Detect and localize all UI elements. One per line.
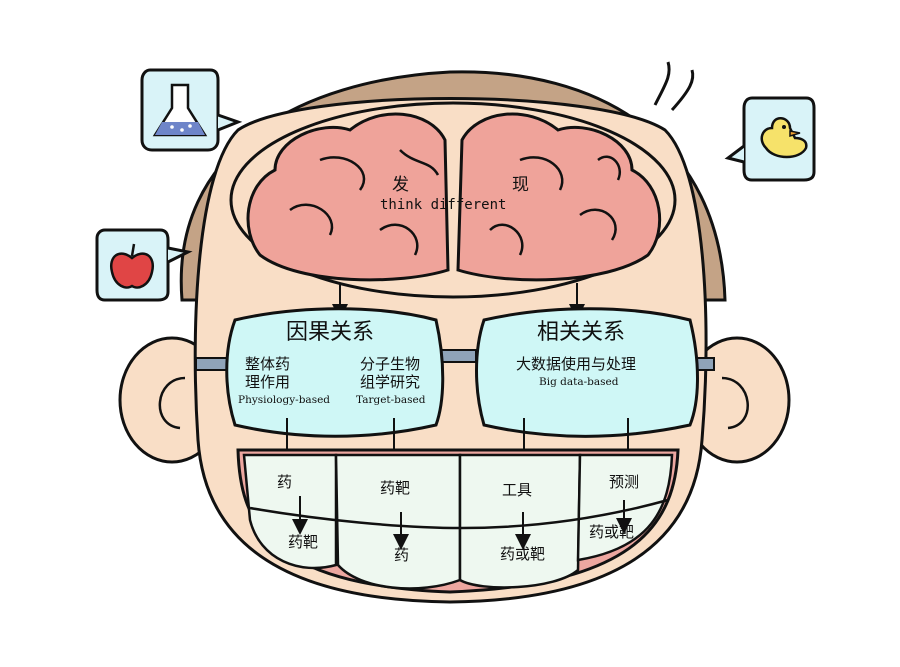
left-lens-col1-line1: 整体药 bbox=[245, 355, 291, 373]
tooth-1 bbox=[242, 453, 338, 570]
mouth bbox=[236, 448, 680, 594]
right-lens-title: 相关关系 bbox=[537, 320, 626, 345]
flask-icon bbox=[140, 68, 243, 152]
left-lens-title: 因果关系 bbox=[286, 320, 375, 345]
brain-left-label: 发 bbox=[392, 175, 409, 195]
brain-right-label: 现 bbox=[512, 175, 529, 195]
left-lens-col2-en: Target-based bbox=[356, 394, 426, 406]
tooth-2-top-label: 药靶 bbox=[380, 479, 411, 497]
right-lens-en: Big data-based bbox=[539, 376, 619, 388]
left-lens bbox=[225, 307, 445, 438]
duck-icon bbox=[724, 96, 816, 182]
left-lens-col2-line2: 组学研究 bbox=[360, 373, 421, 391]
tooth-1-bottom-label: 药靶 bbox=[288, 533, 319, 551]
left-lens-col2-line1: 分子生物 bbox=[360, 355, 421, 373]
tooth-3 bbox=[458, 453, 582, 589]
glasses bbox=[195, 307, 715, 438]
right-lens-line1: 大数据使用与处理 bbox=[516, 355, 637, 373]
tooth-1-top-label: 药 bbox=[277, 473, 293, 491]
right-lens bbox=[475, 307, 699, 438]
tooth-4-top-label: 预测 bbox=[609, 473, 640, 491]
left-lens-col1-line2: 理作用 bbox=[245, 373, 291, 391]
tooth-4-bottom-label: 药或靶 bbox=[589, 523, 635, 541]
tooth-3-bottom-label: 药或靶 bbox=[500, 545, 546, 563]
brain-subtitle: think different bbox=[380, 197, 507, 213]
brain bbox=[229, 101, 677, 299]
apple-icon bbox=[95, 228, 193, 302]
left-lens-col1-en: Physiology-based bbox=[238, 394, 331, 406]
tooth-3-top-label: 工具 bbox=[502, 481, 533, 499]
tooth-2-bottom-label: 药 bbox=[394, 546, 410, 564]
